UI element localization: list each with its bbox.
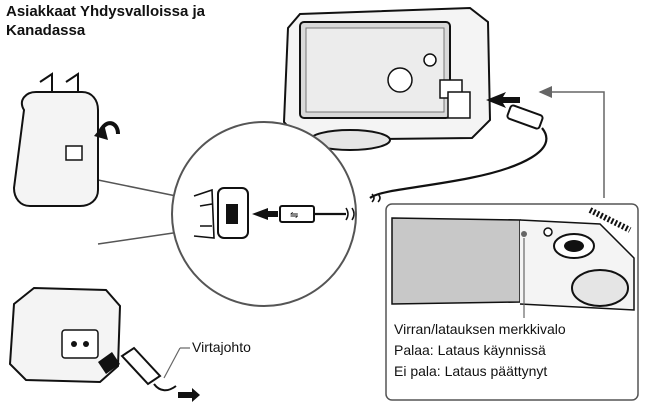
usb-zoom-circle: ⇋ bbox=[97, 121, 357, 307]
indicator-label: Virran/latauksen merkkivalo bbox=[394, 321, 566, 337]
power-cord-plug bbox=[98, 346, 200, 402]
power-cord-label: Virtajohto bbox=[192, 339, 251, 355]
charging-on-label: Palaa: Lataus käynnissä bbox=[394, 342, 546, 358]
ac-adapter-us bbox=[12, 72, 120, 207]
diagram-title: Asiakkaat Yhdysvalloissa ja Kanadassa bbox=[6, 2, 306, 40]
indicator-inset bbox=[385, 203, 639, 401]
camera-illustration bbox=[282, 6, 492, 151]
title-line-2: Kanadassa bbox=[6, 22, 86, 39]
usb-cable bbox=[369, 127, 548, 199]
insert-arrow bbox=[486, 92, 520, 108]
ac-adapter-cord-type bbox=[8, 286, 122, 384]
svg-text:⇋: ⇋ bbox=[290, 210, 298, 221]
micro-usb-plug bbox=[506, 104, 544, 130]
charging-off-label: Ei pala: Lataus päättynyt bbox=[394, 363, 547, 379]
title-line-1: Asiakkaat Yhdysvalloissa ja bbox=[6, 3, 206, 20]
indicator-pointer bbox=[538, 86, 605, 198]
